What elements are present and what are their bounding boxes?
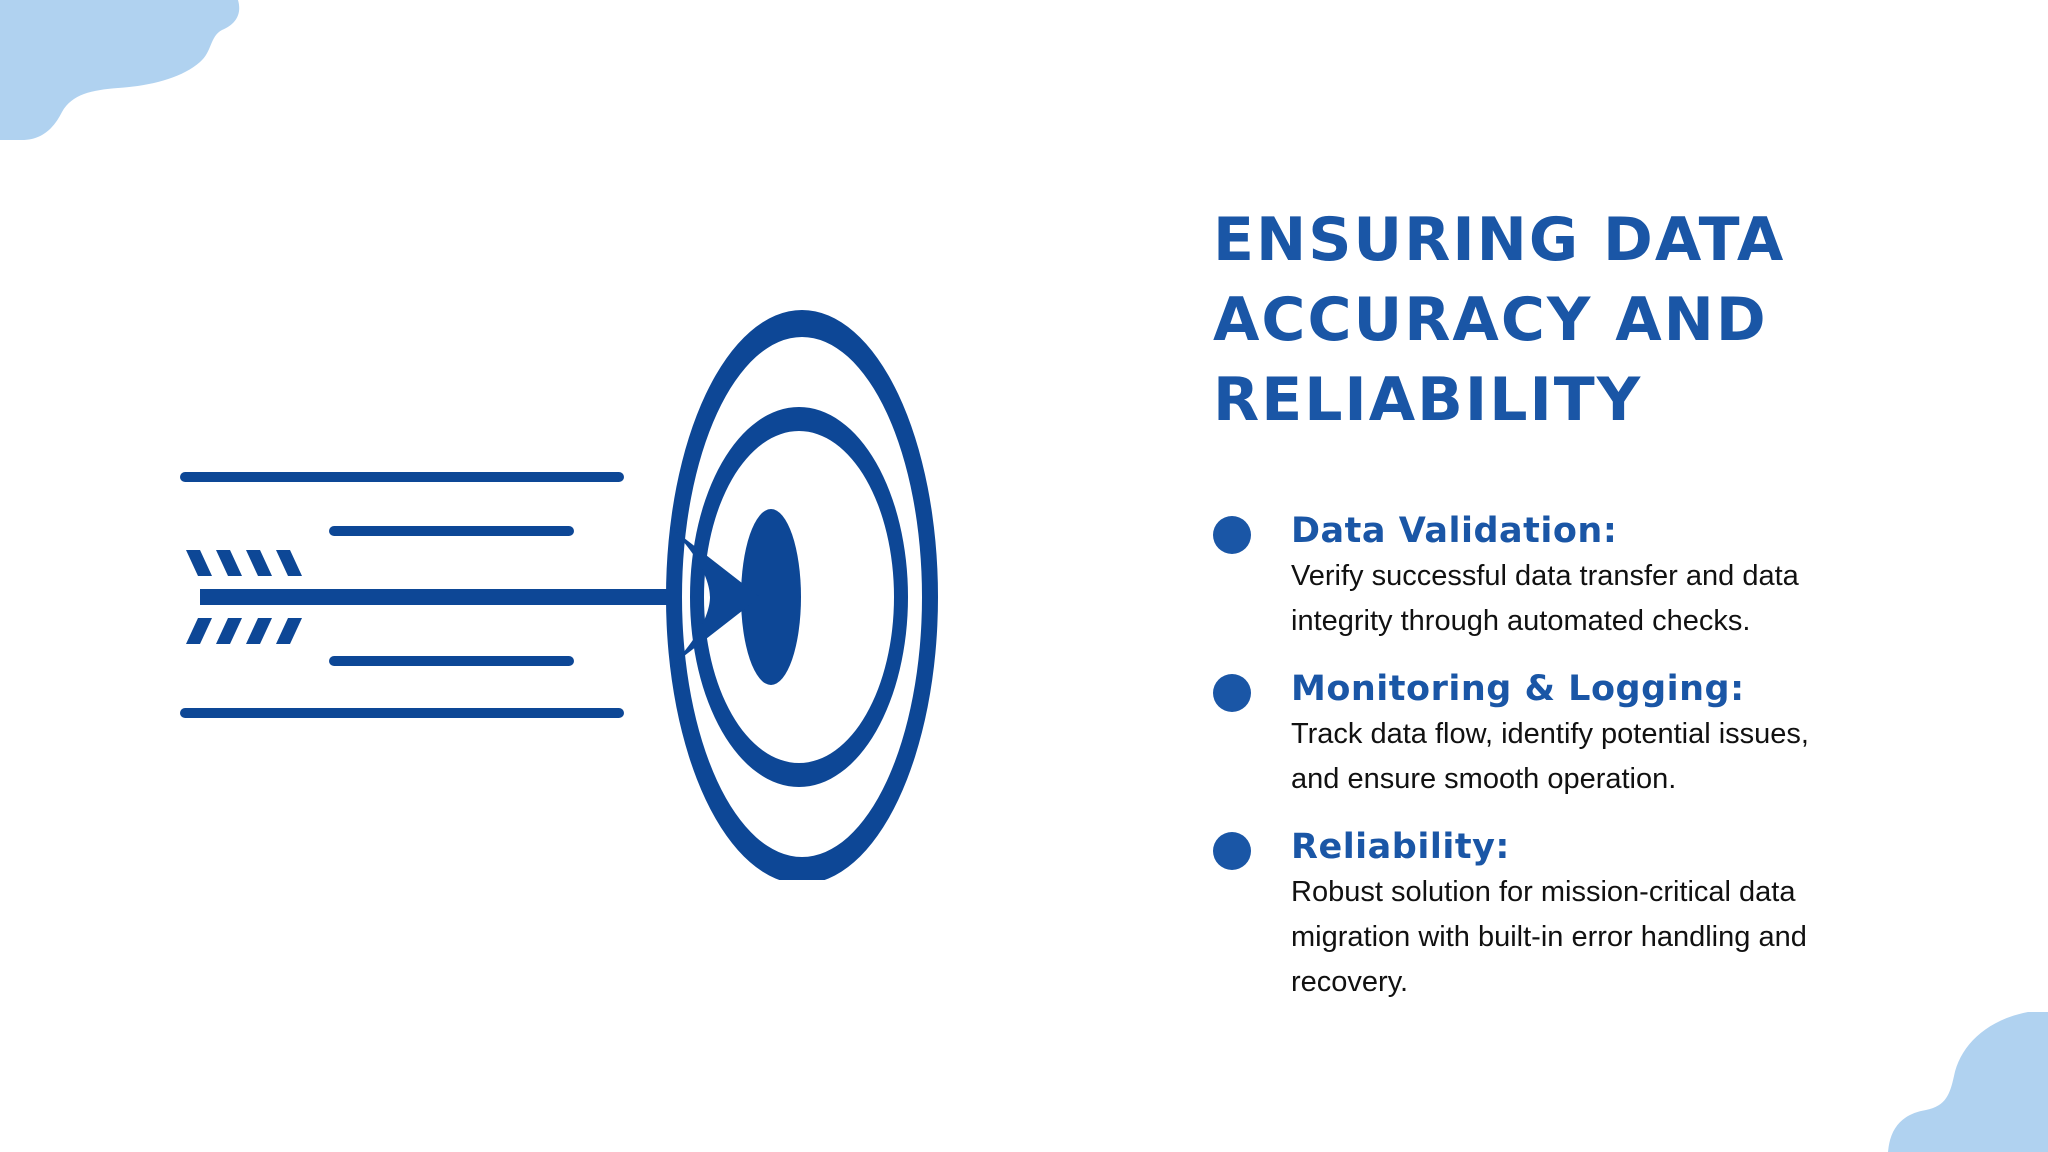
bullet-title: Monitoring & Logging: xyxy=(1291,669,1745,709)
arrow-hitting-target-icon xyxy=(180,310,938,880)
bullet-dot-icon xyxy=(1213,516,1251,554)
top-left-blob-decoration xyxy=(0,0,240,140)
list-item: Data Validation: Verify successful data … xyxy=(1213,508,1913,644)
bullet-text: Verify successful data transfer and data… xyxy=(1291,560,1799,637)
bullet-text: Robust solution for mission-critical dat… xyxy=(1291,876,1807,998)
bullet-dot-icon xyxy=(1213,674,1251,712)
bullet-title: Reliability: xyxy=(1291,827,1510,867)
bullet-dot-icon xyxy=(1213,832,1251,870)
content-panel: ENSURING DATA ACCURACY AND RELIABILITY D… xyxy=(1213,200,1913,1027)
bottom-right-blob-decoration xyxy=(1888,1012,2048,1152)
bullet-list: Data Validation: Verify successful data … xyxy=(1213,508,1913,1005)
bullet-title: Data Validation: xyxy=(1291,511,1618,551)
slide-title: ENSURING DATA ACCURACY AND RELIABILITY xyxy=(1213,205,1786,435)
list-item: Monitoring & Logging: Track data flow, i… xyxy=(1213,666,1913,802)
list-item: Reliability: Robust solution for mission… xyxy=(1213,824,1913,1005)
bullet-text: Track data flow, identify potential issu… xyxy=(1291,718,1809,795)
